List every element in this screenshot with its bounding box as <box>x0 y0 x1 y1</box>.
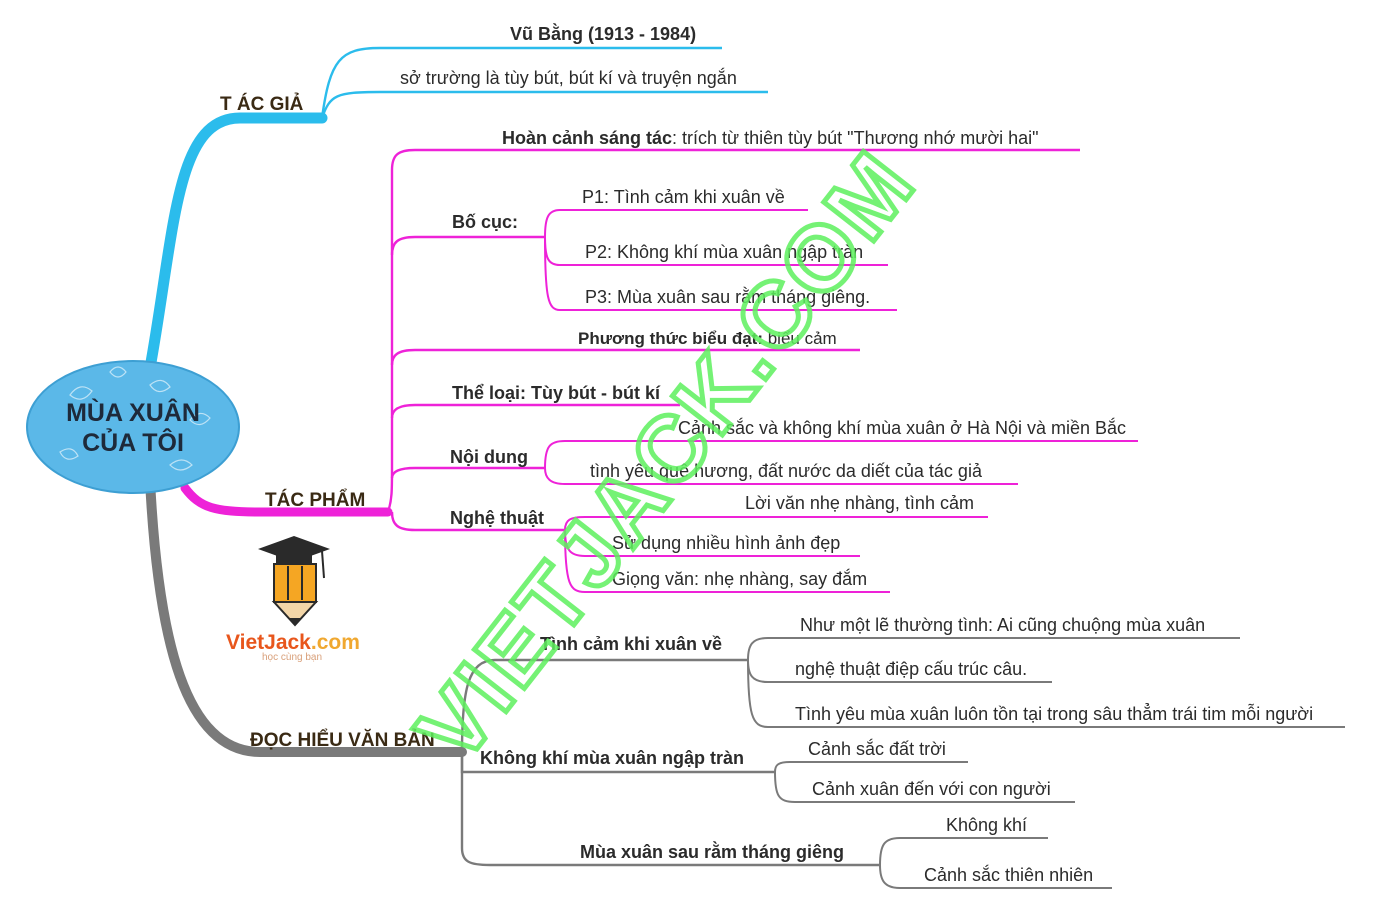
noi-dung-label: Nội dung <box>450 447 528 467</box>
nghe-thuat-item: Sử dụng nhiều hình ảnh đẹp <box>612 533 840 553</box>
tinh-cam-item: Như một lẽ thường tình: Ai cũng chuộng m… <box>800 615 1205 635</box>
doc-hieu-label: ĐỌC HIỂU VĂN BẢN <box>250 729 435 751</box>
logo-name-part1: VietJack <box>226 631 311 654</box>
nghe-thuat-label: Nghệ thuật <box>450 508 544 528</box>
nghe-thuat-item: Giọng văn: nhẹ nhàng, say đắm <box>612 568 867 589</box>
nghe-thuat-item: Lời văn nhẹ nhàng, tình cảm <box>745 493 974 513</box>
tac-gia-label: T ÁC GIẢ <box>220 93 304 115</box>
phuong-thuc-text: biểu cảm <box>763 329 837 348</box>
bo-cuc-item: P2: Không khí mùa xuân ngập tràn <box>585 242 863 262</box>
sau-ram-item: Cảnh sắc thiên nhiên <box>924 864 1093 885</box>
tac-gia-item: sở trường là tùy bút, bút kí và truyện n… <box>400 67 737 88</box>
sau-ram-label: Mùa xuân sau rằm tháng giêng <box>580 841 844 862</box>
hoan-canh-key: Hoàn cảnh sáng tác <box>502 128 672 148</box>
noi-dung-item: Cảnh sắc và không khí mùa xuân ở Hà Nội … <box>678 417 1126 438</box>
logo-text: VietJack.com <box>226 631 360 654</box>
branch-doc-hieu: ĐỌC HIỂU VĂN BẢN Tình cảm khi xuân về Nh… <box>145 475 1345 889</box>
tinh-cam-label: Tình cảm khi xuân về <box>540 634 722 654</box>
phuong-thuc-key: Phương thức biểu đạt: <box>578 329 763 348</box>
bo-cuc-item: P1: Tình cảm khi xuân về <box>582 187 785 207</box>
khong-khi-label: Không khí mùa xuân ngập tràn <box>480 748 744 768</box>
the-loai: Thể loại: Tùy bút - bút kí <box>452 383 661 403</box>
logo-tagline: học cùng bạn <box>262 652 322 663</box>
phuong-thuc-bieu-dat: Phương thức biểu đạt: biểu cảm <box>578 329 837 348</box>
noi-dung-item: tình yêu quê hương, đất nước da diết của… <box>590 461 983 481</box>
bo-cuc-label: Bố cục: <box>452 212 518 232</box>
branch-tac-pham: TÁC PHẨM Hoàn cảnh sáng tác: trích từ th… <box>180 128 1138 593</box>
sau-ram-item: Không khí <box>946 815 1027 835</box>
tac-pham-label: TÁC PHẨM <box>265 489 365 511</box>
khong-khi-item: Cảnh sắc đất trời <box>808 738 946 759</box>
center-node: MÙA XUÂN CỦA TÔI <box>26 360 240 494</box>
vietjack-logo: VietJack.com học cùng bạn <box>226 536 360 663</box>
leaf-pattern <box>59 366 211 471</box>
branch-tac-gia: T ÁC GIẢ Vũ Bằng (1913 - 1984) sở trường… <box>144 23 768 374</box>
bo-cuc-item: P3: Mùa xuân sau rằm tháng giêng. <box>585 286 870 307</box>
center-title-line2: CỦA TÔI <box>82 427 184 457</box>
hoan-canh-text: : trích từ thiên tùy bút "Thương nhớ mườ… <box>672 128 1039 148</box>
graduation-pencil-icon <box>258 536 330 627</box>
tinh-cam-item: Tình yêu mùa xuân luôn tồn tại trong sâu… <box>795 703 1313 724</box>
logo-name-part2: .com <box>311 631 360 654</box>
tinh-cam-item: nghệ thuật điệp cấu trúc câu. <box>795 659 1027 679</box>
khong-khi-item: Cảnh xuân đến với con người <box>812 779 1051 799</box>
hoan-canh-sang-tac: Hoàn cảnh sáng tác: trích từ thiên tùy b… <box>502 128 1039 148</box>
tac-gia-item: Vũ Bằng (1913 - 1984) <box>510 23 696 44</box>
center-title-line1: MÙA XUÂN <box>66 397 200 427</box>
